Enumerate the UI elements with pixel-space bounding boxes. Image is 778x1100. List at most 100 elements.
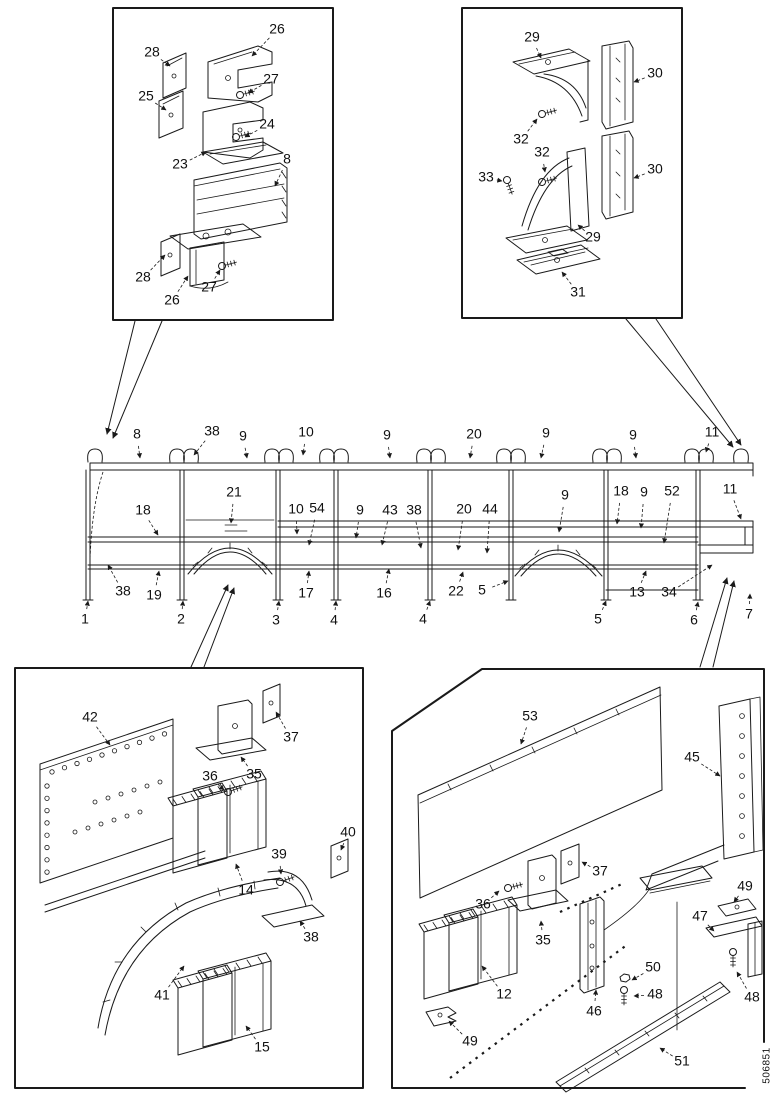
callout-33: 33	[478, 169, 494, 185]
callout-9: 9	[561, 487, 569, 503]
callout-39: 39	[271, 846, 287, 862]
callout-49: 49	[737, 878, 753, 894]
rail-clamp	[684, 448, 700, 463]
part-plate-37-left	[262, 683, 281, 724]
callout-leader	[581, 861, 591, 868]
callout-35: 35	[246, 766, 262, 782]
callout-leader	[701, 763, 721, 777]
frame-upper-mid-rail	[277, 520, 754, 528]
callout-leader	[496, 177, 503, 183]
callout-leader	[214, 269, 221, 279]
callout-42: 42	[82, 709, 98, 725]
callout-12: 12	[496, 986, 512, 1002]
callout-leader	[492, 580, 509, 588]
callout-30: 30	[647, 65, 663, 81]
screw	[504, 881, 523, 892]
callout-leader	[168, 965, 185, 988]
callout-16: 16	[376, 585, 392, 601]
callout-38: 38	[204, 423, 220, 439]
callout-30: 30	[647, 161, 663, 177]
part-plate-28-lower	[160, 233, 181, 277]
callout-9: 9	[239, 428, 247, 444]
callout-leader	[150, 254, 166, 271]
part-plate-40	[330, 838, 349, 879]
callout-leader	[638, 503, 644, 529]
frame-post	[600, 469, 612, 601]
callout-leader	[633, 173, 645, 179]
detail-box-top-left	[112, 7, 334, 321]
callout-37: 37	[592, 863, 608, 879]
callout-leader	[491, 890, 500, 899]
screw	[503, 176, 515, 195]
callout-45: 45	[684, 749, 700, 765]
callout-28: 28	[144, 44, 160, 60]
callout-leader	[247, 85, 262, 94]
callout-leader	[631, 973, 644, 981]
callout-leader	[677, 564, 713, 588]
callout-leader	[415, 521, 423, 549]
frame-post	[176, 469, 188, 601]
screw	[224, 784, 243, 796]
pillar-45-holes	[739, 713, 745, 839]
callout-38: 38	[406, 502, 422, 518]
callout-14: 14	[238, 882, 254, 898]
rail-clamp	[264, 448, 280, 463]
callout-leader	[577, 224, 585, 232]
frame-post	[82, 469, 94, 601]
callout-27: 27	[201, 279, 217, 295]
callout-leader	[136, 445, 142, 459]
callout-38: 38	[115, 583, 131, 599]
callout-9: 9	[383, 427, 391, 443]
callout-36: 36	[475, 896, 491, 912]
part-base-plate-31	[516, 244, 601, 275]
frame-right-end	[697, 520, 754, 554]
callout-leader	[340, 843, 346, 851]
part-channel-15	[172, 952, 272, 1056]
callout-leader	[448, 1020, 463, 1035]
callout-leader	[484, 520, 490, 554]
callout-leader	[277, 865, 284, 875]
callout-26: 26	[269, 21, 285, 37]
callout-leader	[385, 568, 391, 584]
part-channel-14	[167, 770, 267, 874]
callout-leader	[536, 47, 542, 59]
fastener-row-dashed	[449, 943, 629, 1079]
part-insulator-panel-8	[193, 162, 288, 240]
part-corner-pillar-45	[639, 696, 764, 894]
callout-leader	[592, 989, 599, 1002]
box-border-chamfered	[391, 668, 765, 1089]
callout-leader	[633, 77, 645, 83]
callout-20: 20	[456, 501, 472, 517]
callout-46: 46	[586, 1003, 602, 1019]
part-bracket-35-right	[507, 854, 569, 912]
callout-leader	[640, 570, 647, 583]
callout-10: 10	[288, 501, 304, 517]
callout-53: 53	[522, 708, 538, 724]
callout-44: 44	[482, 501, 498, 517]
callout-leader	[538, 920, 545, 931]
callout-leader	[154, 102, 167, 111]
callout-4: 4	[330, 612, 338, 628]
callout-9: 9	[356, 502, 364, 518]
rail-clamp	[592, 448, 608, 463]
callout-35: 35	[535, 932, 551, 948]
screw	[538, 175, 557, 186]
callout-leader	[539, 444, 545, 459]
callout-leader	[380, 521, 388, 546]
rail-clamp	[87, 448, 103, 463]
callout-leader	[707, 924, 715, 932]
part-plate-25	[158, 90, 184, 139]
callout-leader	[614, 502, 621, 525]
callout-leader	[244, 129, 258, 138]
callout-1: 1	[81, 611, 89, 627]
part-nut-50	[619, 973, 631, 983]
callout-leader	[274, 169, 283, 187]
screw	[236, 88, 255, 99]
frame-post	[272, 469, 284, 601]
